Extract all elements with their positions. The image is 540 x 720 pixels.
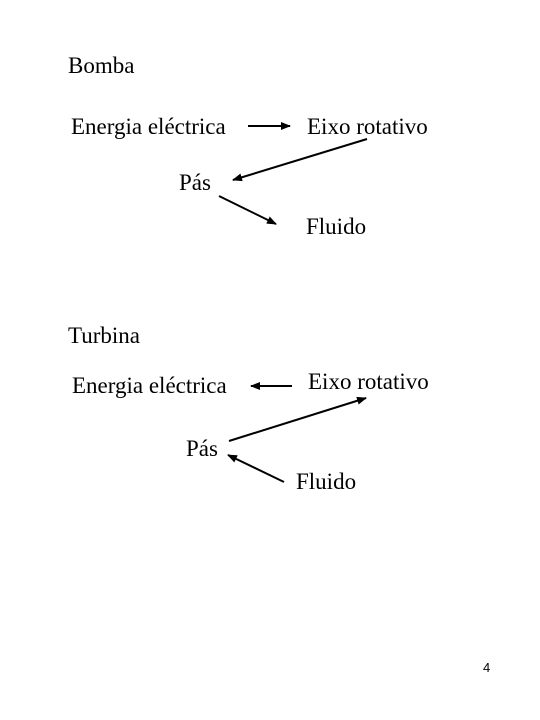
turbina-eixo-label: Eixo rotativo <box>308 369 429 394</box>
turbina-arrow-pas-to-eixo <box>228 396 367 442</box>
turbina-energia-label: Energia eléctrica <box>72 373 227 398</box>
bomba-fluido-label: Fluido <box>306 214 367 239</box>
bomba-arrow-pas-to-fluido <box>218 195 277 225</box>
turbina-arrow-fluido-to-pas <box>227 454 285 483</box>
bomba-eixo-label: Eixo rotativo <box>307 114 428 139</box>
bomba-pas-label: Pás <box>179 170 211 195</box>
turbina-title: Turbina <box>68 323 140 348</box>
page-number: 4 <box>483 660 491 675</box>
turbina-fluido-label: Fluido <box>296 469 357 494</box>
turbina-pas-label: Pás <box>186 436 218 461</box>
bomba-title: Bomba <box>68 53 135 78</box>
bomba-arrow-eixo-to-pas <box>232 138 368 182</box>
bomba-energia-label: Energia eléctrica <box>71 114 226 139</box>
